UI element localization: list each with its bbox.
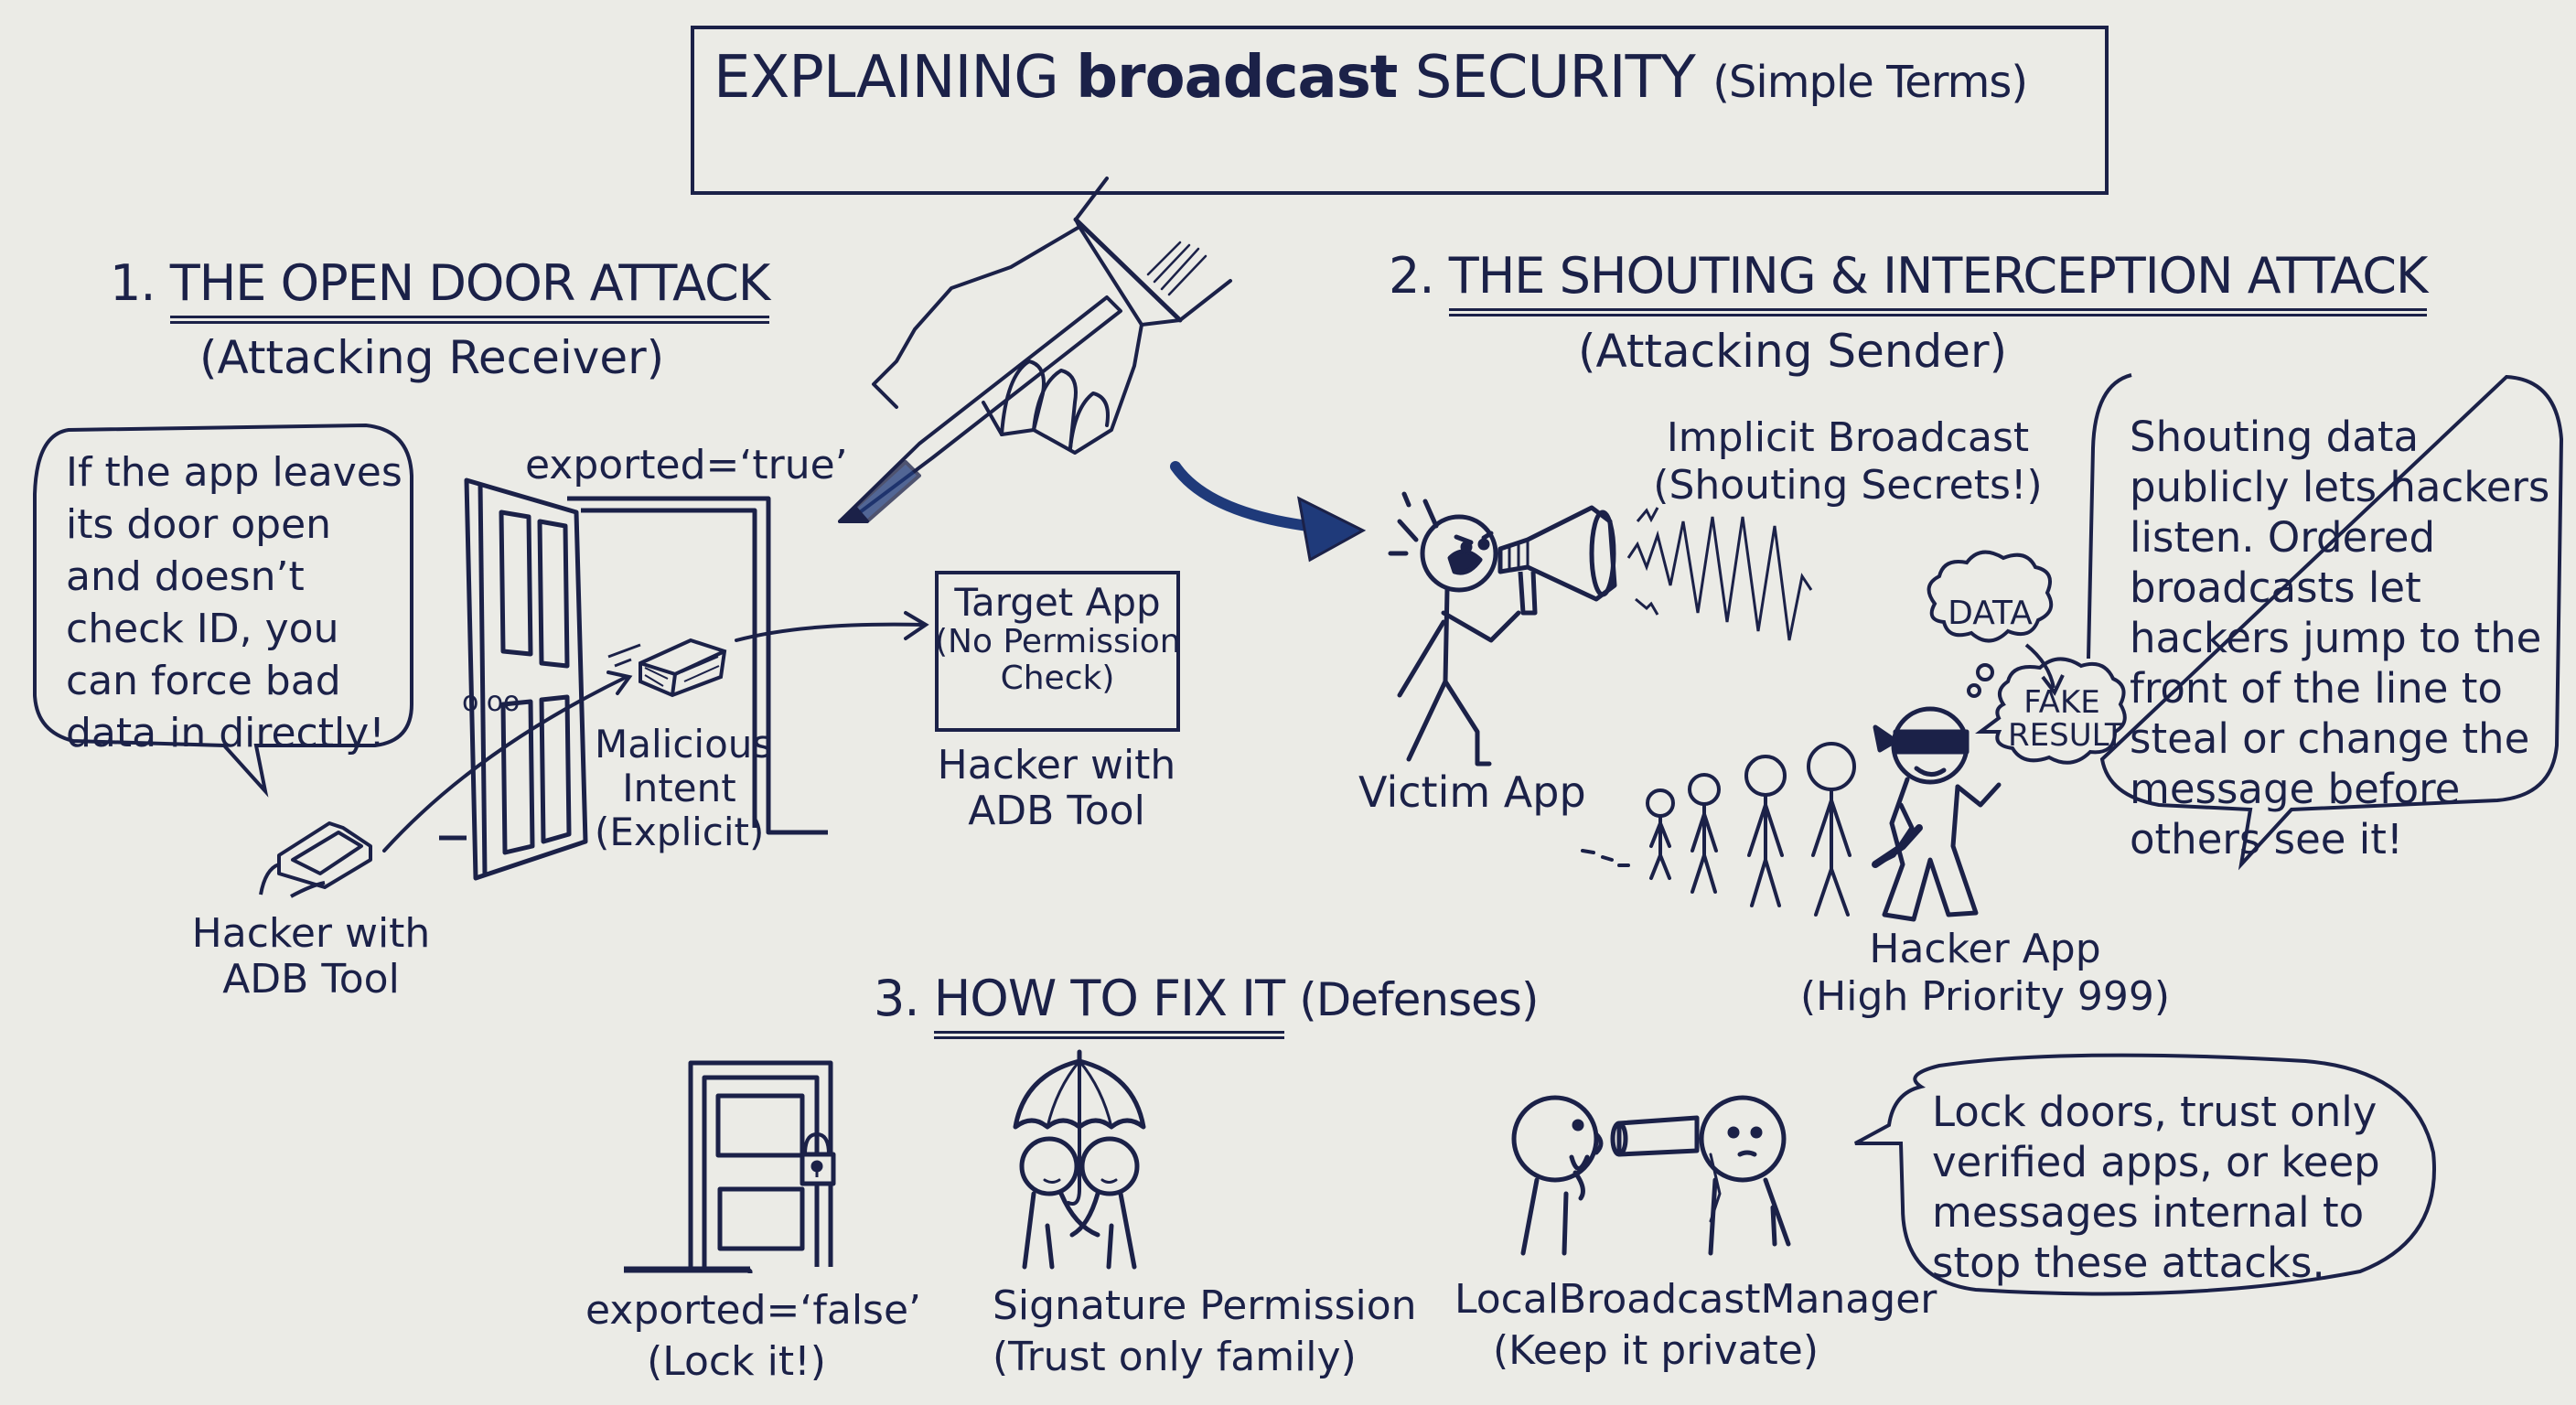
hacker-label: Hacker App (High Priority 999): [1793, 926, 2177, 1021]
target-app-box: [935, 571, 1180, 732]
megaphone-icon: [1497, 505, 1617, 616]
section2-title: THE SHOUTING & INTERCEPTION ATTACK: [1448, 247, 2428, 316]
section3-title: HOW TO FIX IT: [933, 970, 1285, 1039]
device-caption-line: Hacker with: [191, 910, 431, 957]
curved-arrow-icon: [1170, 461, 1367, 563]
section1-number: 1.: [110, 254, 156, 312]
defense-1-label: exported=‘false’: [585, 1287, 922, 1334]
device-caption: Hacker with ADB Tool: [178, 911, 444, 1003]
brick-icon: [607, 638, 727, 698]
data-cloud-text: DATA: [1948, 595, 2033, 632]
broadcast-label: Implicit Broadcast (Shouting Secrets!): [1647, 414, 2049, 509]
brick-label: Malicious Intent (Explicit): [595, 722, 773, 854]
target-app-text: Target App (No Permission Check): [935, 580, 1181, 697]
target-app-line: Check): [1000, 660, 1115, 697]
defense-1-sublabel: (Lock it!): [647, 1338, 826, 1385]
section3-subheading: (Defenses): [1299, 973, 1539, 1026]
brick-label-line: Intent: [622, 766, 736, 810]
defense-3: LocalBroadcastManager (Keep it private): [1454, 1274, 1937, 1377]
title-box: [691, 26, 2109, 195]
page-title: EXPLAINING broadcast SECURITY (Simple Te…: [714, 44, 2028, 112]
defense-2-sublabel: (Trust only family): [993, 1334, 1357, 1380]
broadcast-label-line: (Shouting Secrets!): [1653, 462, 2043, 509]
section3-heading: 3. HOW TO FIX IT (Defenses): [874, 970, 1539, 1039]
section3-number: 3.: [874, 970, 920, 1027]
section2-number: 2.: [1389, 247, 1435, 305]
title-bold-word: broadcast: [1076, 44, 1398, 112]
defense-3-sublabel: (Keep it private): [1492, 1327, 1819, 1374]
hacker-label-line: Hacker App: [1869, 926, 2101, 972]
door-label: exported=‘true’: [525, 442, 848, 488]
section1-title: THE OPEN DOOR ATTACK: [169, 254, 770, 324]
door-knob-icon: oloo: [462, 686, 520, 718]
brick-label-line: (Explicit): [595, 810, 765, 854]
sound-wave-icon: [1626, 507, 1813, 641]
fake-result-line: FAKE: [2023, 684, 2100, 721]
target-app-title: Target App: [954, 580, 1161, 625]
section3-bubble-text: Lock doors, trust only verified apps, or…: [1932, 1088, 2380, 1287]
section1-heading: 1. THE OPEN DOOR ATTACK: [110, 254, 770, 324]
target-app-line: (No Permission: [935, 623, 1181, 660]
data-cloud-icon: [1927, 550, 2054, 643]
brick-label-line: Malicious: [595, 722, 773, 767]
target-caption-line: Hacker with: [937, 742, 1176, 788]
section2-subheading: (Attacking Sender): [1578, 325, 2008, 378]
arrow-icon: [382, 611, 929, 853]
section2-heading: 2. THE SHOUTING & INTERCEPTION ATTACK: [1389, 247, 2428, 316]
defense-1: exported=‘false’ (Lock it!): [585, 1285, 922, 1388]
section1-bubble-text: If the app leaves its door open and does…: [66, 449, 402, 756]
target-caption: Hacker with ADB Tool: [924, 743, 1189, 834]
title-note: (Simple Terms): [1712, 57, 2028, 108]
fake-result-cloud-icon: [1975, 657, 2127, 765]
fake-result-line: RESULT: [2008, 717, 2124, 754]
title-suffix: SECURITY: [1414, 44, 1696, 112]
title-prefix: EXPLAINING: [714, 44, 1059, 112]
device-caption-line: ADB Tool: [222, 956, 400, 1003]
fake-result-cloud-text: FAKE RESULT: [2008, 684, 2124, 754]
target-caption-line: ADB Tool: [968, 788, 1145, 834]
victim-label: Victim App: [1358, 767, 1586, 817]
masked-hacker-icon: [1872, 706, 2002, 922]
broadcast-label-line: Implicit Broadcast: [1666, 414, 2030, 461]
section1-subheading: (Attacking Receiver): [199, 331, 665, 384]
hacker-label-line: (High Priority 999): [1799, 973, 2170, 1020]
defense-3-label: LocalBroadcastManager: [1454, 1276, 1937, 1323]
section2-bubble-text: Shouting data publicly lets hackers list…: [2130, 413, 2550, 863]
